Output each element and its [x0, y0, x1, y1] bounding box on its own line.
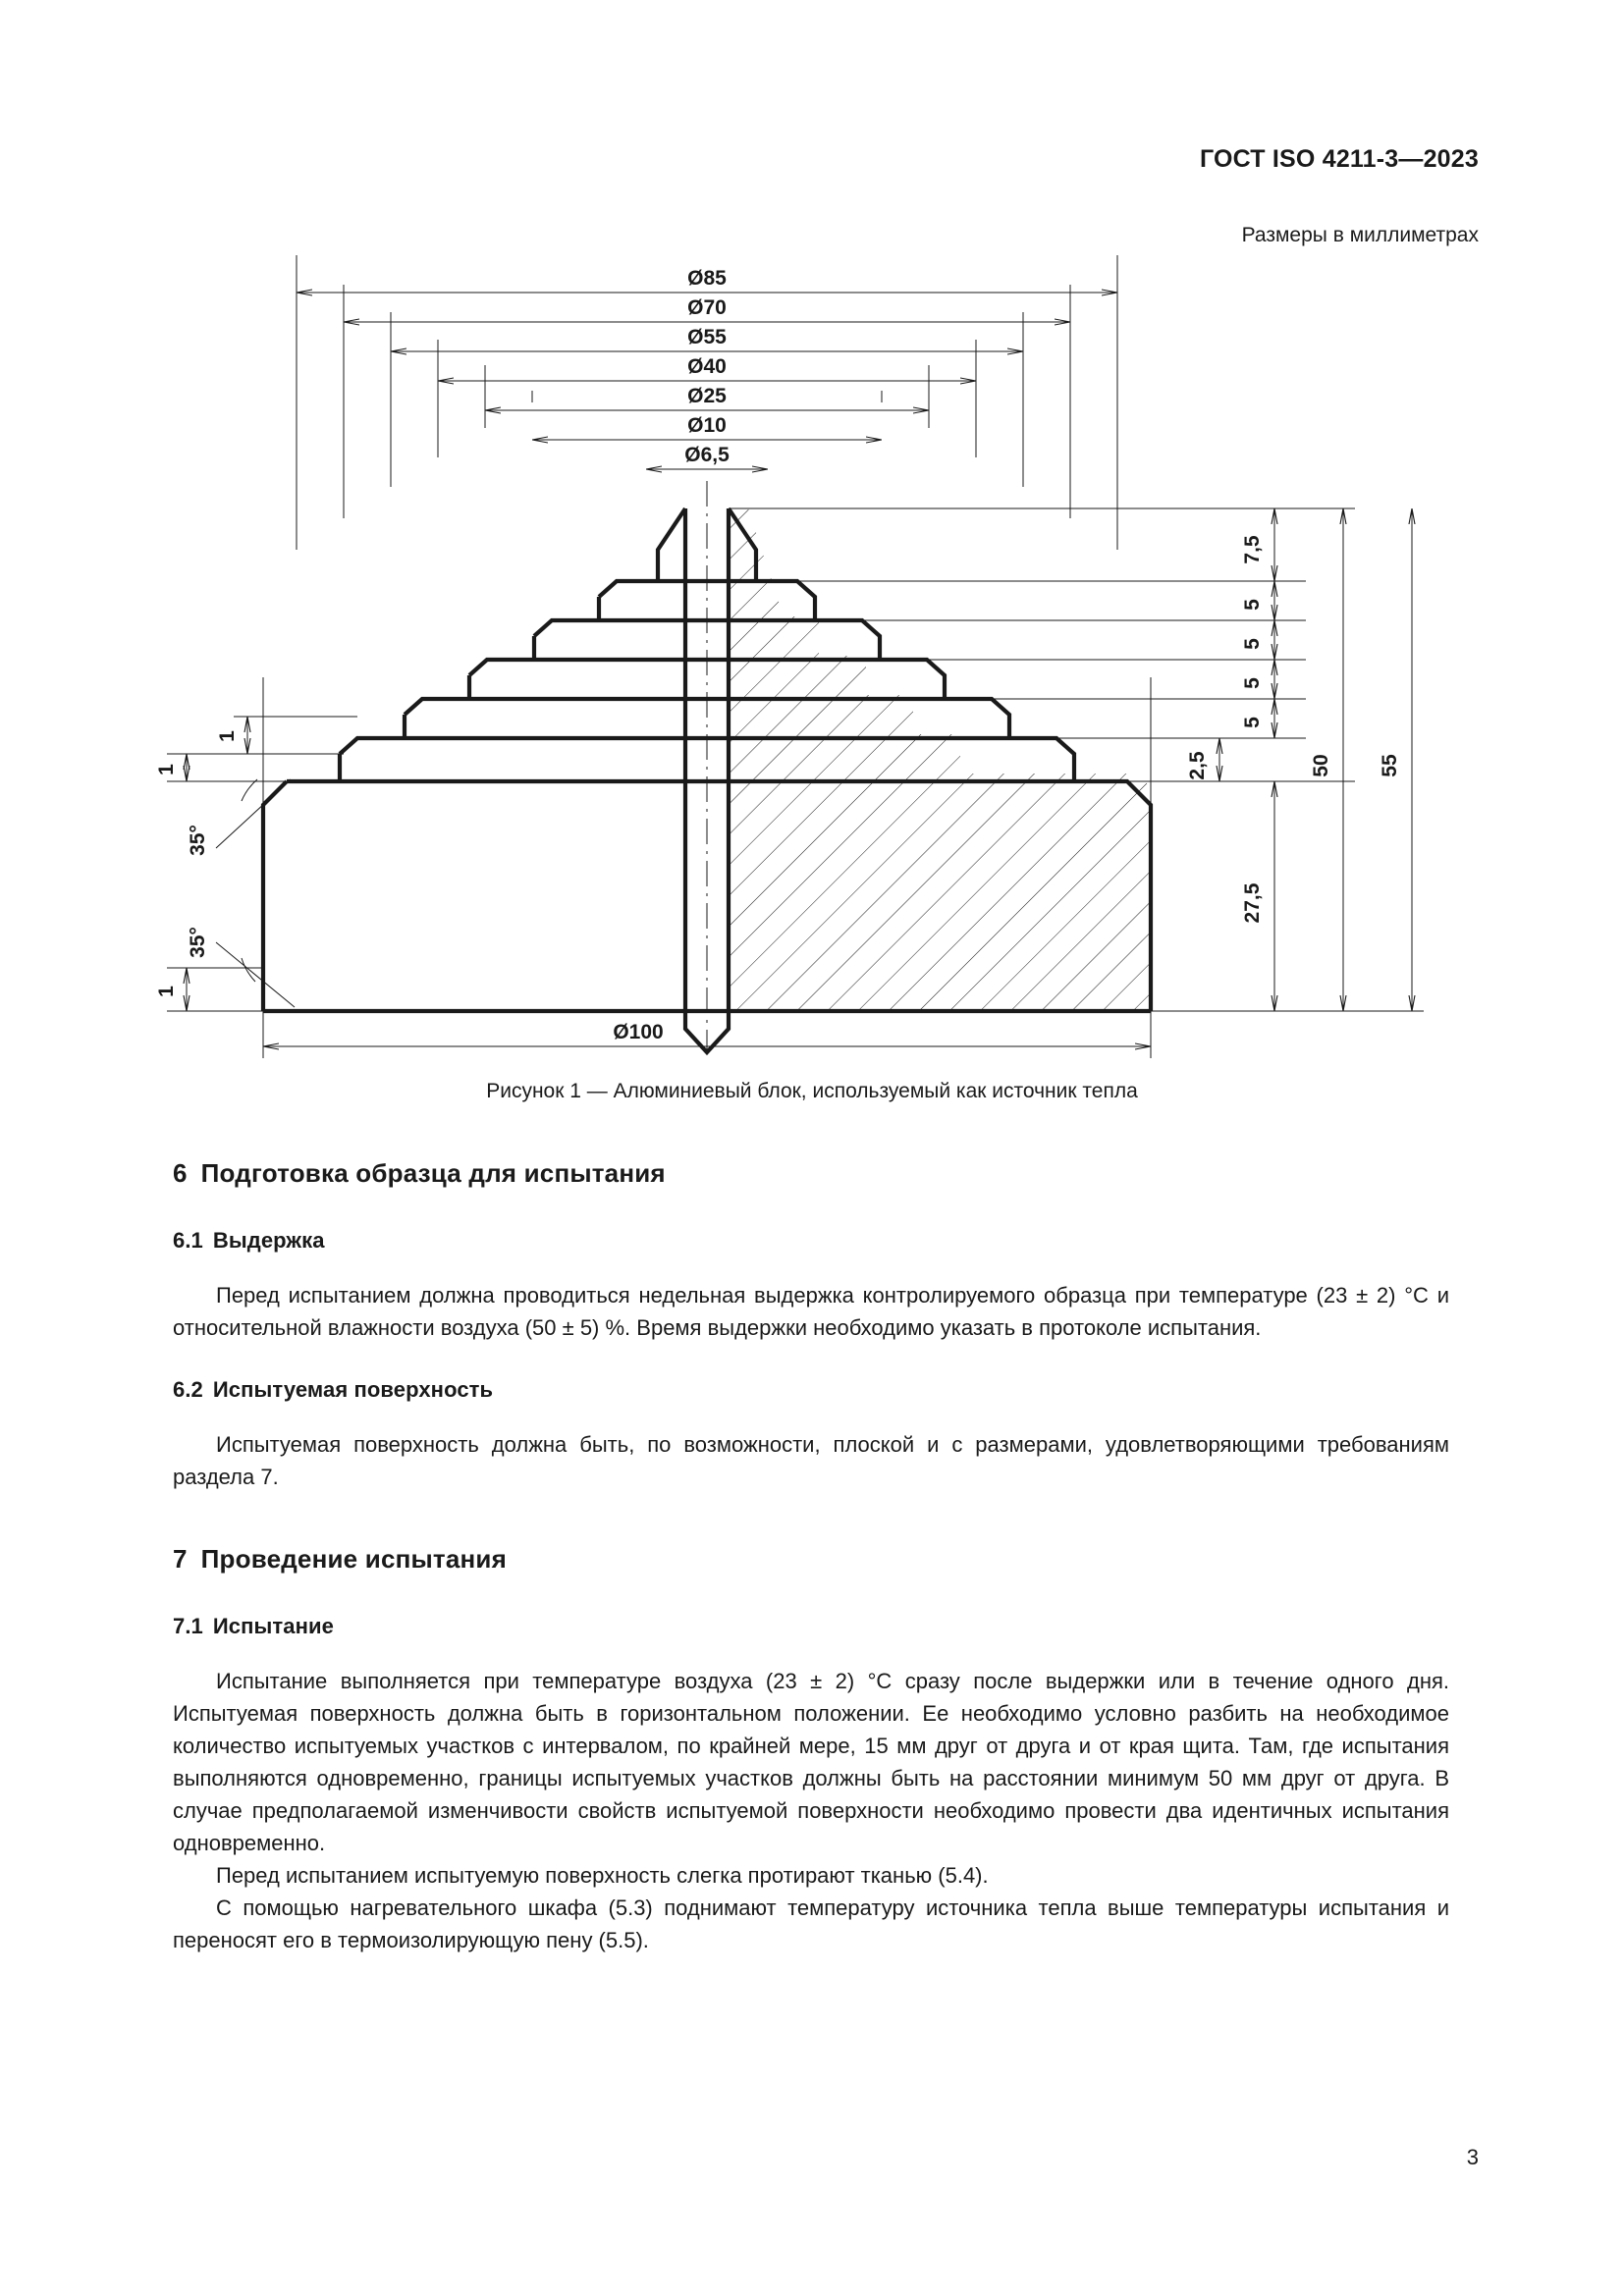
dimension-label-h27-5: 27,5: [1241, 882, 1264, 923]
dimension-label-angle-35b: 35°: [187, 927, 209, 958]
dimension-label-d85: Ø85: [687, 267, 727, 290]
subsection-title-7-1: Испытание: [212, 1614, 334, 1638]
dimension-label-d40: Ø40: [687, 355, 727, 378]
subsection-heading-6-1: 6.1 Выдержка: [173, 1228, 1449, 1254]
section-heading-6: 6 Подготовка образца для испытания: [173, 1158, 1449, 1189]
dimension-label-t1a: 1: [155, 764, 178, 775]
left-dimension-lines: [167, 716, 357, 1012]
dimension-label-d55: Ø55: [687, 326, 727, 348]
right-dimension-lines: [1219, 508, 1412, 1011]
dimension-label-h2-5: 2,5: [1186, 751, 1209, 780]
dimension-label-h50: 50: [1310, 754, 1332, 776]
section-number-6: 6: [173, 1158, 188, 1188]
dimension-label-d100: Ø100: [613, 1021, 663, 1043]
section-heading-7: 7 Проведение испытания: [173, 1544, 1449, 1575]
dimension-label-h5b: 5: [1241, 638, 1264, 650]
dimension-label-d70: Ø70: [687, 296, 727, 319]
dimension-label-h55: 55: [1379, 754, 1401, 777]
subsection-number-6-1: 6.1: [173, 1228, 203, 1253]
subsection-title-6-2: Испытуемая поверхность: [212, 1377, 494, 1402]
subsection-number-6-2: 6.2: [173, 1377, 203, 1402]
dimension-label-h7-5: 7,5: [1241, 535, 1264, 564]
subsection-number-7-1: 7.1: [173, 1614, 203, 1638]
block-outline-left: [260, 507, 1151, 1014]
document-standard-header: ГОСТ ISO 4211-3—2023: [1199, 145, 1479, 173]
dimension-label-h5a: 5: [1241, 599, 1264, 611]
dimension-label-d10: Ø10: [687, 414, 727, 437]
figure-caption: Рисунок 1 — Алюминиевый блок, используем…: [486, 1080, 1138, 1102]
document-body: 6 Подготовка образца для испытания 6.1 Выд…: [173, 1158, 1449, 1956]
subsection-title-6-1: Выдержка: [212, 1228, 325, 1253]
dimension-label-d25: Ø25: [687, 385, 727, 407]
dimension-label-d6-5: Ø6,5: [684, 444, 730, 466]
central-bore-walls: [682, 508, 731, 1056]
paragraph-6-2-1: Испытуемая поверхность должна быть, по в…: [173, 1432, 1449, 1489]
subsection-heading-7-1: 7.1 Испытание: [173, 1614, 1449, 1639]
paragraph-6-1-1: Перед испытанием должна проводиться неде…: [173, 1283, 1449, 1340]
block-section-hatch: [707, 508, 1151, 1011]
section-title-7: Проведение испытания: [200, 1544, 507, 1574]
dimension-label-t1b: 1: [216, 730, 239, 742]
page-number: 3: [1466, 2145, 1479, 2169]
dimension-label-angle-35a: 35°: [187, 825, 209, 856]
subsection-heading-6-2: 6.2 Испытуемая поверхность: [173, 1377, 1449, 1403]
bottom-dimension-line: [262, 1011, 1152, 1058]
dimension-label-h5d: 5: [1241, 717, 1264, 728]
units-note: Размеры в миллиметрах: [1241, 224, 1479, 246]
section-title-6: Подготовка образца для испытания: [200, 1158, 666, 1188]
right-dimension-extensions: [729, 507, 1424, 1012]
dimension-label-h5c: 5: [1241, 677, 1264, 689]
paragraph-7-1-2: Перед испытанием испытуемую поверхность …: [216, 1863, 989, 1888]
dimension-label-t1c: 1: [155, 986, 178, 997]
figure-technical-drawing: Ø85 Ø70 Ø55 Ø40 Ø25 Ø10 Ø6,5: [147, 255, 1483, 1070]
section-number-7: 7: [173, 1544, 188, 1574]
block-outline-right: [707, 507, 1154, 1011]
paragraph-7-1-3: С помощью нагревательного шкафа (5.3) по…: [173, 1896, 1449, 1952]
paragraph-7-1-1: Испытание выполняется при температуре во…: [173, 1669, 1449, 1855]
